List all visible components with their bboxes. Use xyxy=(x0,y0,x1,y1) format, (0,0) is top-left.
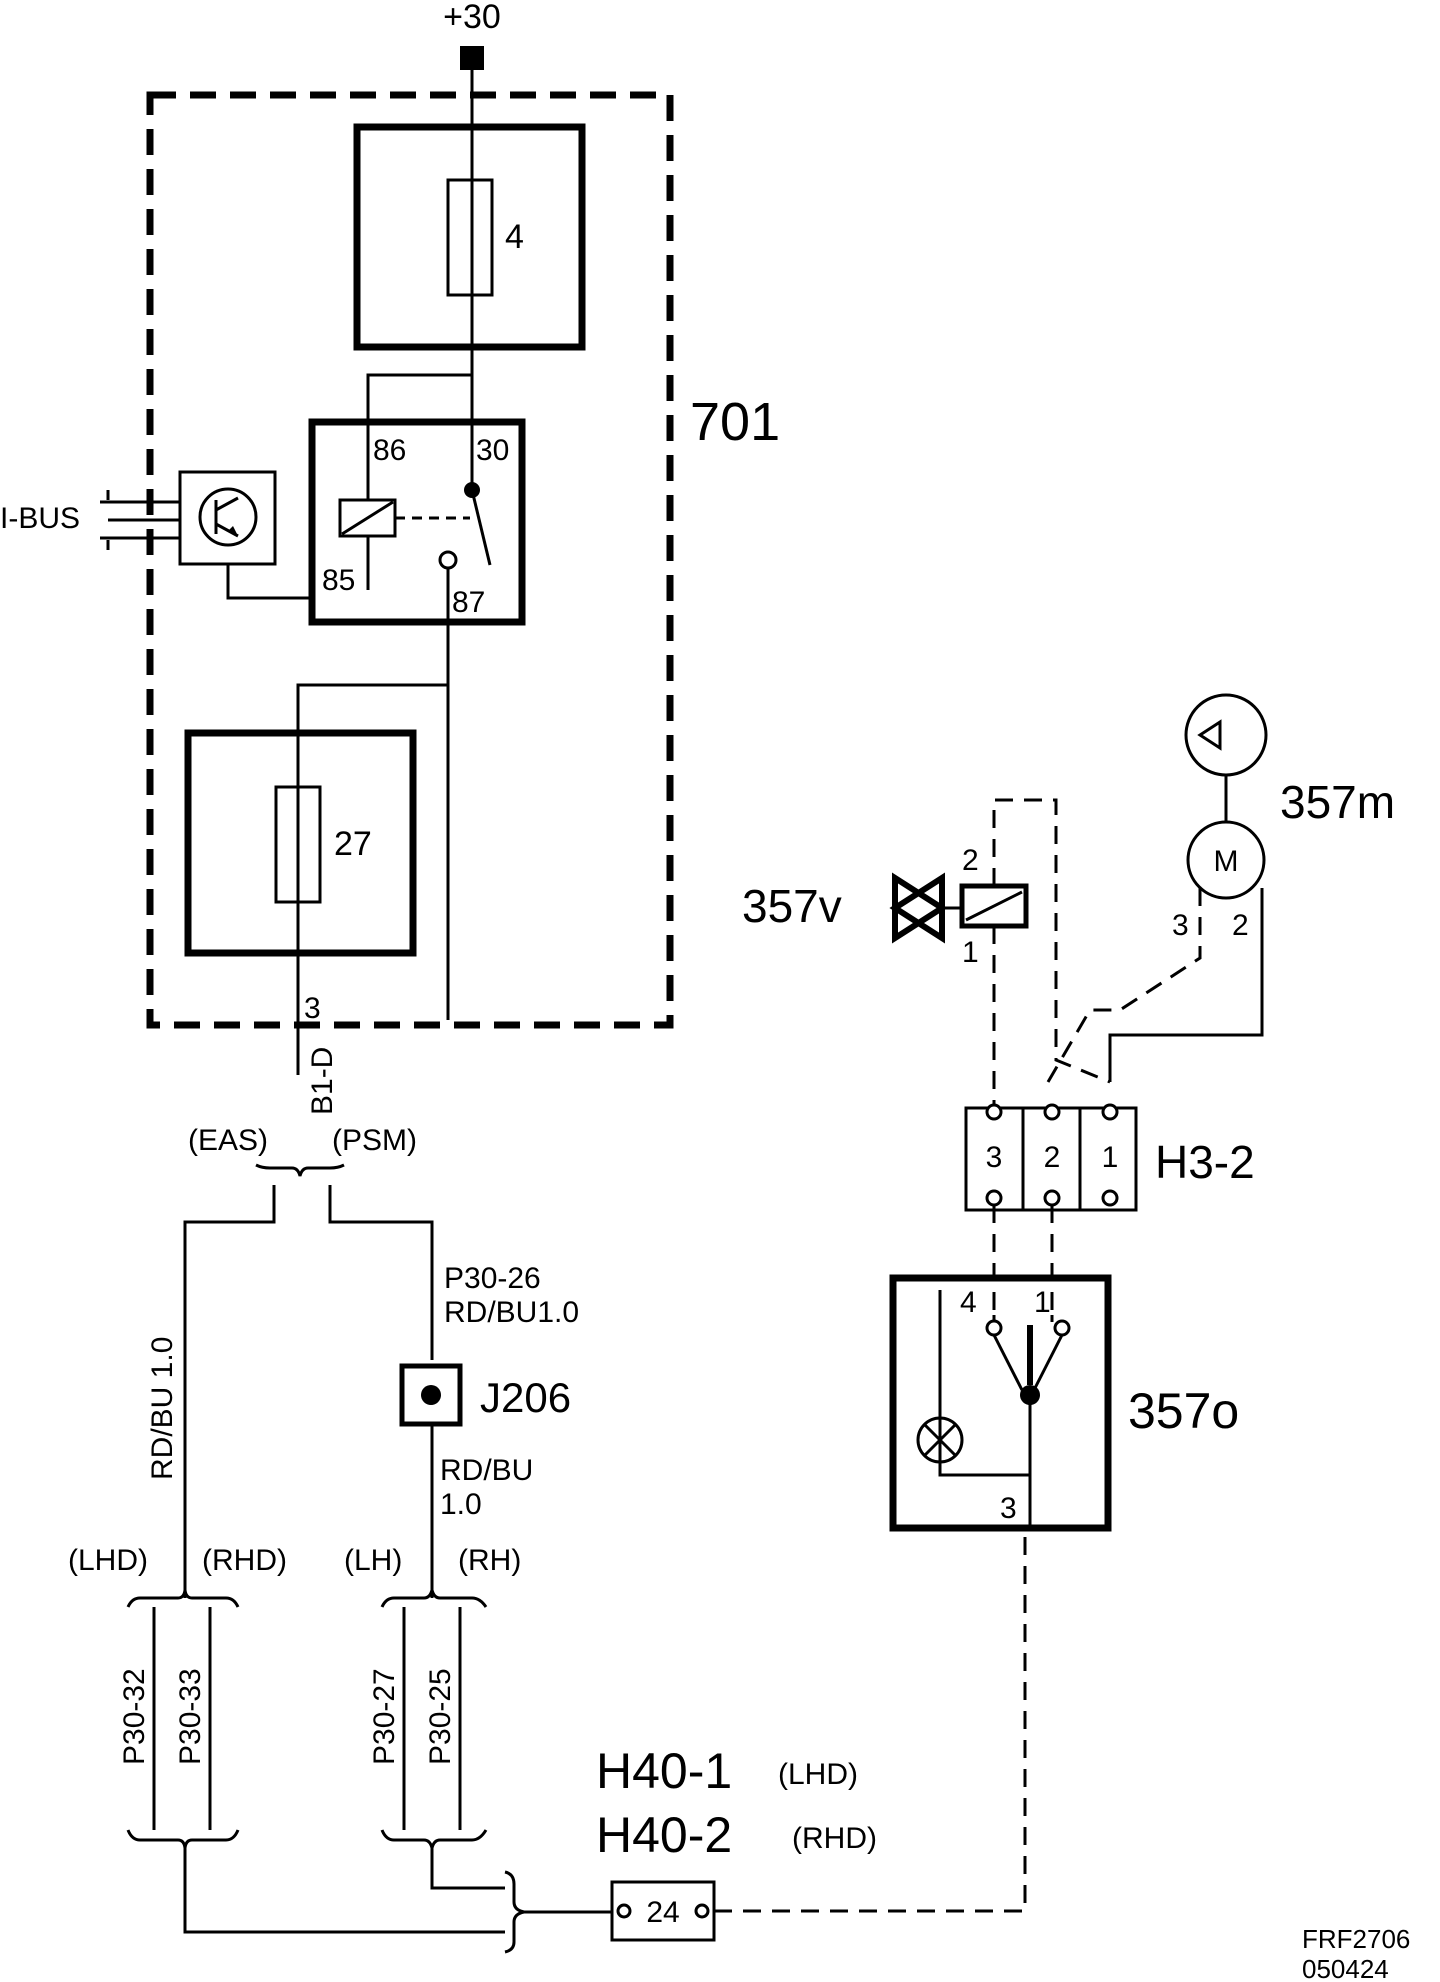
lamp-icon xyxy=(916,1416,964,1464)
relay-switch-arm xyxy=(470,489,492,566)
wire-p3025-label: P30-25 xyxy=(424,1668,457,1765)
eas-branch-wire xyxy=(183,1185,276,1515)
fusebox-701-label: 701 xyxy=(690,392,780,452)
psm-branch-wire xyxy=(328,1185,434,1360)
split-brace-top xyxy=(255,1163,345,1177)
relay-contact-87 xyxy=(438,550,458,570)
fusebox-pin-3: 3 xyxy=(304,992,321,1025)
motor-357m-icon xyxy=(1186,820,1266,900)
connector-h40-2-label: H40-2 xyxy=(596,1807,732,1863)
variant-rhd-label: (RHD) xyxy=(202,1544,287,1577)
connector-h32-pin-1: 1 xyxy=(1102,1141,1119,1174)
valve-icon xyxy=(892,872,948,944)
brace-lh-rh-top xyxy=(380,1589,488,1608)
wire-rdbu-line2: 1.0 xyxy=(440,1488,482,1521)
connector-h40-2-note: (RHD) xyxy=(792,1822,877,1855)
wire-lh-rh-to-connector xyxy=(430,1848,505,1890)
ibus-label: I-BUS xyxy=(0,502,80,535)
wire-b1d-label: B1-D xyxy=(306,1047,339,1115)
fuse-4-number: 4 xyxy=(505,218,524,256)
fuse-4-housing xyxy=(353,123,586,351)
fuse27-feed-wire xyxy=(296,683,448,1075)
wire-p3032-label: P30-32 xyxy=(118,1668,151,1765)
brace-lh-rh-bottom xyxy=(380,1829,488,1849)
wire-p3033-label: P30-33 xyxy=(174,1668,207,1765)
splice-j206-label: J206 xyxy=(480,1374,571,1421)
switch-pin-4: 4 xyxy=(960,1286,977,1319)
connector-h40-1-label: H40-1 xyxy=(596,1743,732,1799)
splice-j206-dot xyxy=(421,1385,441,1405)
reference-date: 050424 xyxy=(1302,1954,1389,1982)
fuse-4-symbol xyxy=(446,178,494,297)
brace-lhd-rhd-top xyxy=(126,1589,240,1608)
switch-357o-housing xyxy=(889,1274,1112,1532)
connector-h40-1-note: (LHD) xyxy=(778,1758,858,1791)
supply-terminal xyxy=(460,46,484,70)
motor-pin2-wire xyxy=(1108,888,1264,1082)
wire-p3027-label: P30-27 xyxy=(368,1668,401,1765)
valve-pin-1: 1 xyxy=(962,936,979,969)
connector-h40-pin-24: 24 xyxy=(646,1896,679,1929)
motor-pin3-wire xyxy=(1046,888,1202,1083)
brace-lhd-rhd-bottom xyxy=(126,1829,240,1849)
variant-psm-label: (PSM) xyxy=(332,1124,417,1157)
switch-357o-label: 357o xyxy=(1128,1383,1239,1439)
connector-h32-pin-2: 2 xyxy=(1044,1141,1061,1174)
ibus-control-module xyxy=(178,470,277,566)
valve-pin-2: 2 xyxy=(962,844,979,877)
fusebox-701-outline xyxy=(146,91,674,1029)
switch-pin-3: 3 xyxy=(1000,1492,1017,1525)
motor-pin-2: 2 xyxy=(1232,909,1249,942)
motor-symbol: M xyxy=(1214,845,1239,878)
valve-357v-label: 357v xyxy=(742,880,842,932)
ibus-to-relay-85-wire xyxy=(226,564,312,600)
wire-left-vertical-label: RD/BU 1.0 xyxy=(146,1337,179,1480)
variant-lhd-label: (LHD) xyxy=(68,1544,148,1577)
switch-pin-1: 1 xyxy=(1034,1286,1051,1319)
brace-connector-merge xyxy=(504,1870,525,1954)
valve-pin2-wire xyxy=(992,798,1111,1084)
relay-pin-87: 87 xyxy=(452,586,485,619)
motor-pin-3: 3 xyxy=(1172,909,1189,942)
pump-arrow-icon xyxy=(1197,719,1222,751)
variant-eas-label: (EAS) xyxy=(188,1124,268,1157)
fuse-27-number: 27 xyxy=(334,825,372,863)
connector-h32-pin-3: 3 xyxy=(986,1141,1003,1174)
reference-code: FRF2706 xyxy=(1302,1924,1410,1954)
relay-feed-86 xyxy=(366,373,472,500)
wire-h40-to-357o xyxy=(714,1528,1027,1913)
wire-lhd-rhd-to-connector xyxy=(183,1848,505,1934)
relay-pin-85: 85 xyxy=(322,564,355,597)
relay-pin-30: 30 xyxy=(476,434,509,467)
relay-pin-86: 86 xyxy=(373,434,406,467)
variant-rh-label: (RH) xyxy=(458,1544,521,1577)
transistor-icon xyxy=(198,487,258,547)
wire-p3026-code: P30-26 xyxy=(444,1262,541,1295)
motor-357m-label: 357m xyxy=(1280,776,1395,828)
wire-rdbu-line1: RD/BU xyxy=(440,1454,533,1487)
wire-p3026-color: RD/BU1.0 xyxy=(444,1296,579,1329)
relay-446-housing xyxy=(308,418,526,626)
fuse-27-housing xyxy=(184,729,417,957)
supply-label: +30 xyxy=(443,0,501,36)
connector-h32-label: H3-2 xyxy=(1155,1136,1255,1188)
variant-lh-label: (LH) xyxy=(344,1544,402,1577)
